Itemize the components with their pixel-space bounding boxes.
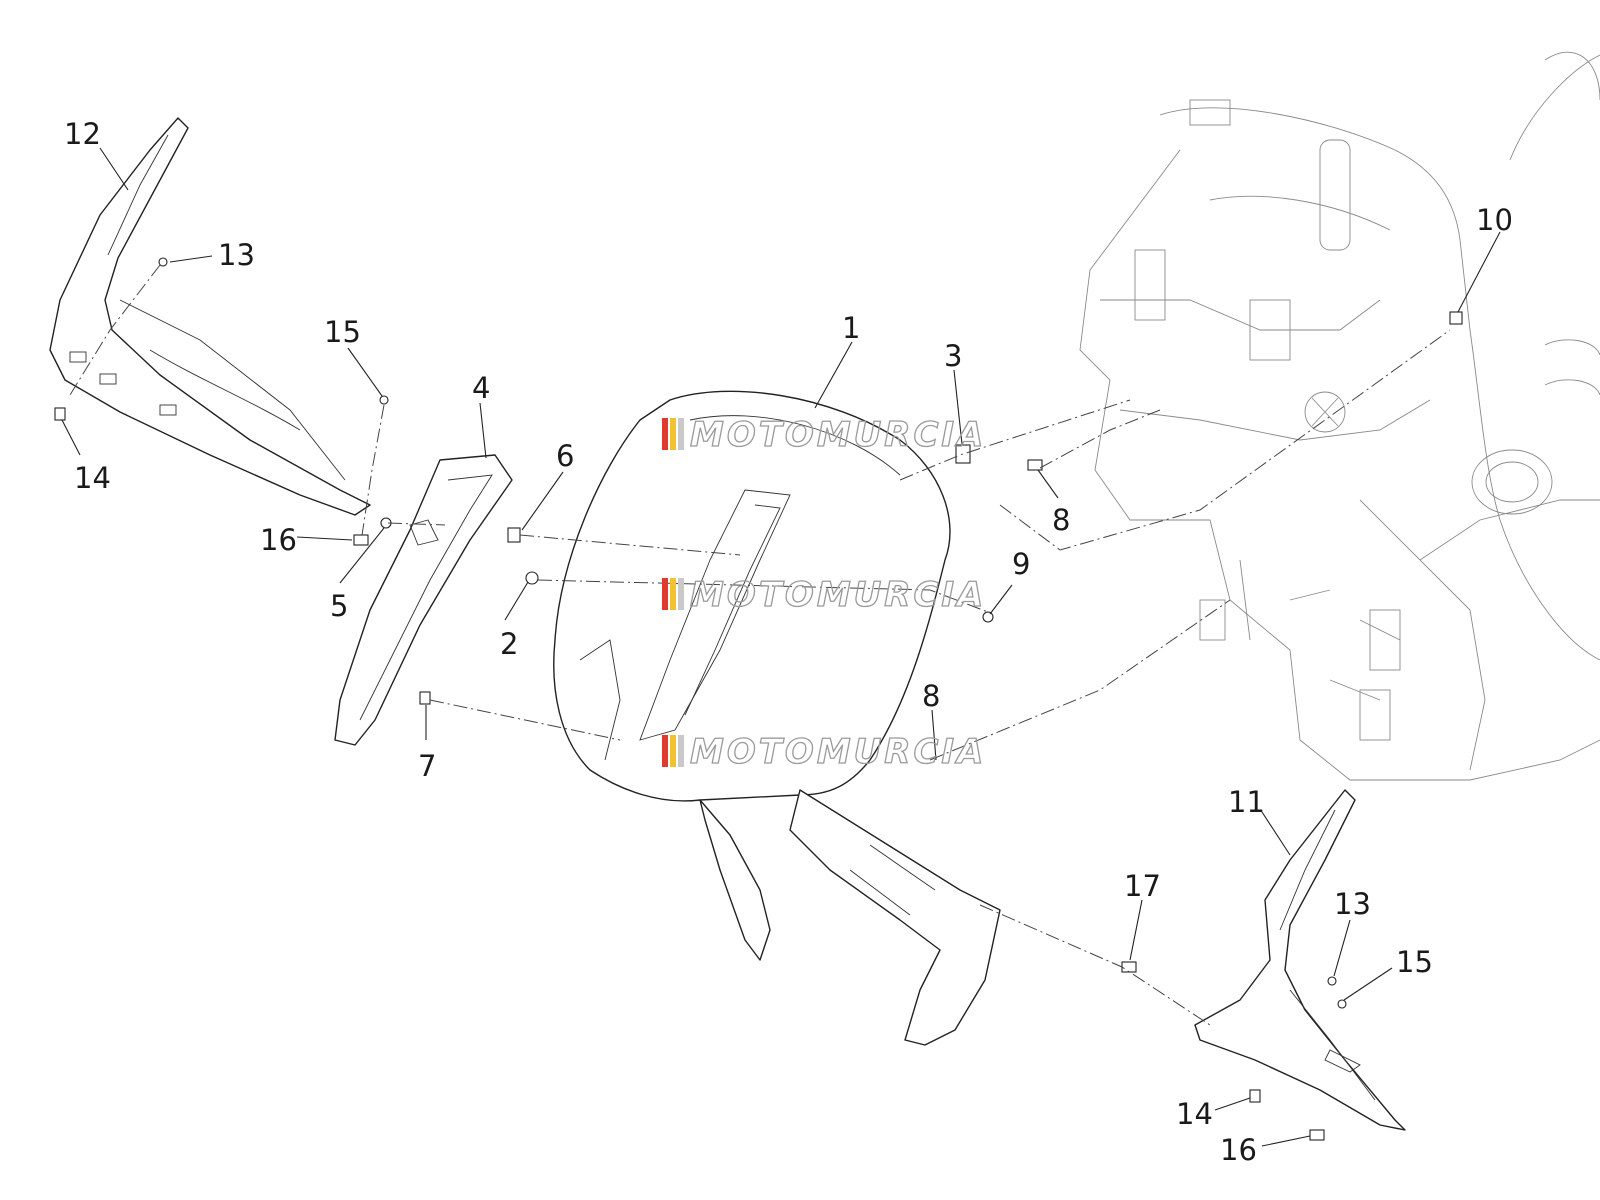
callout-3: 3 <box>944 339 962 373</box>
watermark-stripe-red <box>662 578 668 610</box>
watermark-text-1: MOTOMURCIA <box>690 415 986 455</box>
callout-8b: 8 <box>922 679 940 713</box>
callout-10: 10 <box>1476 203 1513 237</box>
leader-lines <box>61 147 1501 1147</box>
clip-8a <box>1027 459 1043 471</box>
watermark-text-3: MOTOMURCIA <box>690 732 986 772</box>
callout-14b: 14 <box>1176 1097 1213 1131</box>
callout-15b: 15 <box>1396 945 1433 979</box>
watermark-stripe-red <box>662 735 668 767</box>
nut-16b <box>1309 1129 1325 1141</box>
watermark-mark-3: MOTOMURCIA <box>662 731 986 773</box>
watermark-stripe-yellow <box>670 578 676 610</box>
watermark-stripe-grey <box>678 578 684 610</box>
watermark: MOTOMURCIA MOTOMURCIA MOTOMURCIA <box>662 414 986 773</box>
watermark-mark-2: MOTOMURCIA <box>662 574 986 616</box>
part-4-light-strip <box>334 454 513 746</box>
callout-11: 11 <box>1228 785 1265 819</box>
callout-15a: 15 <box>324 315 361 349</box>
screw-15b <box>1337 999 1347 1009</box>
watermark-stripe-red <box>662 418 668 450</box>
callout-labels: 12 13 15 14 4 6 16 5 2 7 1 3 8 9 8 10 11… <box>64 117 1513 1167</box>
part-1-front-shield <box>553 390 1001 1046</box>
callout-13b: 13 <box>1334 887 1371 921</box>
callout-12: 12 <box>64 117 101 151</box>
clip-6 <box>507 527 521 543</box>
screw-13a <box>158 257 168 267</box>
watermark-text-2: MOTOMURCIA <box>690 575 986 615</box>
clip-14b <box>1249 1089 1261 1103</box>
nut-16a <box>353 534 369 546</box>
callout-14a: 14 <box>74 461 111 495</box>
clip-14a <box>54 407 66 421</box>
callout-17: 17 <box>1124 869 1161 903</box>
callout-13a: 13 <box>218 238 255 272</box>
watermark-stripe-grey <box>678 735 684 767</box>
clip-3 <box>955 444 971 464</box>
clip-17 <box>1121 961 1137 973</box>
alignment-lines <box>69 264 1451 1026</box>
screw-2 <box>525 571 539 585</box>
watermark-stripe-grey <box>678 418 684 450</box>
callout-7: 7 <box>418 749 436 783</box>
part-11-right-lower-trim <box>1194 789 1406 1131</box>
callout-16b: 16 <box>1220 1133 1257 1167</box>
clip-10 <box>1449 311 1463 325</box>
callout-8a: 8 <box>1052 503 1070 537</box>
callout-2: 2 <box>500 627 518 661</box>
callout-1: 1 <box>842 311 860 345</box>
screw-15a <box>379 395 389 405</box>
watermark-stripe-yellow <box>670 735 676 767</box>
watermark-mark-1: MOTOMURCIA <box>662 414 986 456</box>
scooter-frame-outline <box>1079 51 1600 781</box>
callout-16a: 16 <box>260 523 297 557</box>
callout-6: 6 <box>556 439 574 473</box>
callout-5: 5 <box>330 589 348 623</box>
watermark-stripe-yellow <box>670 418 676 450</box>
screw-13b <box>1327 976 1337 986</box>
callout-4: 4 <box>472 371 490 405</box>
part-12-left-upper-trim <box>49 117 371 516</box>
clip-7 <box>419 691 431 705</box>
screw-9 <box>982 611 994 623</box>
callout-9: 9 <box>1012 547 1030 581</box>
